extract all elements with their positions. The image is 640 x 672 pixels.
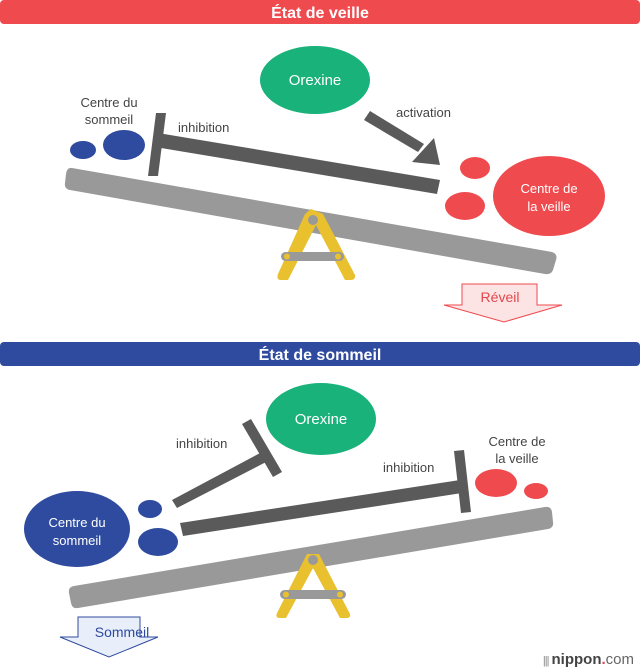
wake-wake-center-label-2: la veille — [527, 199, 570, 214]
wake-orexin: Orexine — [260, 46, 370, 114]
sleep-sleep-center-node — [24, 491, 130, 567]
sleep-state-banner — [0, 342, 640, 366]
sleep-wake-center-label-1: Centre de — [488, 434, 545, 449]
sleep-orexin-label: Orexine — [295, 411, 348, 428]
sleep-wake-center: Centre de la veille — [475, 434, 548, 499]
sleep-fulcrum-bolt-right — [337, 591, 343, 598]
sleep-sleep-center-dot-bottom — [138, 528, 178, 556]
wake-wake-center-label-1: Centre de — [520, 181, 577, 196]
sleep-state-panel: État de sommeil Orexine inhibition — [0, 342, 640, 658]
wake-sleep-center-label-2: sommeil — [85, 112, 134, 127]
sleep-seesaw — [68, 506, 554, 618]
sommeil-label: Sommeil — [95, 624, 149, 640]
wake-wake-center: Centre de la veille — [445, 156, 605, 236]
wake-inhibition-connector: inhibition — [148, 113, 440, 194]
sleep-result-arrow: Sommeil — [59, 616, 159, 658]
sleep-sleep-center-label-1: Centre du — [48, 515, 105, 530]
nippon-logo: |||nippon.com — [543, 651, 634, 668]
wake-fulcrum-bolt-right — [335, 253, 341, 260]
reveil-label: Réveil — [481, 289, 520, 305]
wake-inhibition-label: inhibition — [178, 120, 229, 135]
wake-sleep-center-dot-large — [103, 130, 145, 160]
sleep-inhibition-bar-wake — [180, 480, 462, 536]
sleep-state-title: État de sommeil — [259, 345, 382, 364]
sommeil-arrow-shape — [59, 616, 159, 658]
sleep-fulcrum — [276, 554, 351, 618]
logo-dot: . — [601, 651, 606, 668]
sleep-sleep-center: Centre du sommeil — [24, 491, 178, 567]
logo-suffix: com — [605, 651, 634, 668]
sleep-sleep-center-label-2: sommeil — [53, 533, 102, 548]
logo-text-bold: nippon — [551, 651, 602, 668]
sleep-fulcrum-bolt-left — [283, 591, 289, 598]
sleep-fulcrum-frame — [276, 554, 351, 618]
sleep-fulcrum-crossbar — [280, 590, 346, 599]
sleep-inhibition-t-head-wake — [454, 450, 471, 513]
sleep-wake-center-dot-large — [475, 469, 517, 497]
wake-state-panel: État de veille Centre du sommeil inhib — [0, 0, 640, 323]
sleep-inhibition-label-2: inhibition — [383, 460, 434, 475]
sleep-orexin: Orexine — [266, 383, 376, 455]
wake-inhibition-t-head — [148, 113, 166, 176]
logo-bars-icon: ||| — [542, 655, 550, 667]
sleep-inhibition-label-1: inhibition — [176, 436, 227, 451]
wake-fulcrum-bolt-left — [284, 253, 290, 260]
wake-fulcrum-pivot — [308, 215, 318, 225]
sleep-inhibition-t-head-orexin — [242, 419, 282, 477]
sleep-wake-center-label-2: la veille — [495, 451, 538, 466]
reveil-arrow-shape — [443, 283, 563, 323]
wake-state-title: État de veille — [271, 3, 369, 22]
wake-sleep-center-dot-small — [70, 141, 96, 159]
wake-wake-center-dot-top — [460, 157, 490, 179]
sleep-sleep-center-dot-top — [138, 500, 162, 518]
wake-state-banner — [0, 0, 640, 24]
sleep-wake-center-dot-small — [524, 483, 548, 499]
wake-inhibition-bar — [155, 133, 440, 194]
sleep-inhibition-connector-wake: inhibition — [180, 450, 471, 536]
wake-fulcrum-frame — [277, 209, 356, 280]
sleep-orexin-node — [266, 383, 376, 455]
wake-wake-center-node — [493, 156, 605, 236]
wake-result-arrow: Réveil — [443, 283, 563, 323]
wake-activation-shaft — [364, 111, 424, 152]
wake-sleep-center: Centre du sommeil — [70, 95, 145, 160]
wake-fulcrum — [277, 209, 356, 280]
wake-orexin-label: Orexine — [289, 72, 342, 89]
wake-activation-label: activation — [396, 105, 451, 120]
sleep-fulcrum-pivot — [308, 555, 318, 565]
wake-activation-connector: activation — [364, 105, 451, 165]
wake-fulcrum-crossbar — [281, 252, 344, 261]
wake-seesaw — [64, 167, 557, 280]
wake-activation-arrowhead-icon — [412, 138, 440, 165]
wake-orexin-node — [260, 46, 370, 114]
sleep-inhibition-connector-orexin: inhibition — [172, 419, 282, 508]
wake-sleep-center-label-1: Centre du — [80, 95, 137, 110]
wake-wake-center-dot-bottom — [445, 192, 485, 220]
sleep-inhibition-bar-orexin — [172, 452, 268, 508]
